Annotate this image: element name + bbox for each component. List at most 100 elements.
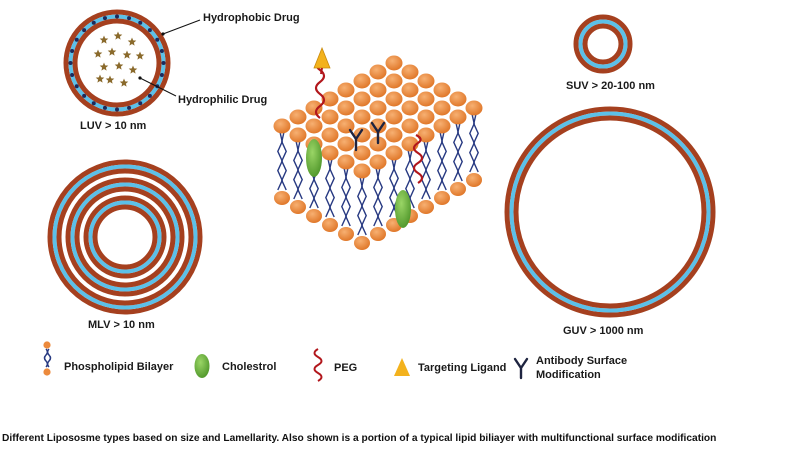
lipid-head (353, 145, 371, 161)
lipid-head (274, 191, 290, 205)
lipid-tail (393, 158, 399, 218)
lipid-head (289, 109, 307, 125)
hydrophobic-drug-dot (159, 48, 164, 53)
lipid-head (385, 91, 403, 107)
hydrophobic-drug-dot (82, 93, 87, 98)
lipid-head (385, 55, 403, 71)
upper-leaflet-heads (273, 55, 483, 179)
lipid-head (338, 227, 354, 241)
cholesterol-molecule (306, 139, 322, 177)
lipid-head (401, 100, 419, 116)
lipid-head (353, 127, 371, 143)
hydrophobic-drug-dot (155, 37, 160, 42)
lipid-tail (441, 131, 447, 191)
lipid-head (433, 82, 451, 98)
hydrophilic-drug-star (93, 49, 103, 58)
lipid-head (337, 154, 355, 170)
hydrophobic-drug-dot (127, 16, 132, 21)
lipid-head (354, 236, 370, 250)
lipid-head (369, 100, 387, 116)
hydrophobic-drug-dot (82, 28, 87, 33)
lipid-head (306, 209, 322, 223)
legend-peg-icon (313, 348, 323, 382)
lipid-head (385, 109, 403, 125)
lipid-head (369, 64, 387, 80)
targeting-ligand (313, 46, 331, 69)
lipid-head (321, 109, 339, 125)
hydrophobic-drug-dot (159, 73, 164, 78)
lipid-head (385, 73, 403, 89)
lipid-head (449, 91, 467, 107)
lipid-head (273, 118, 291, 134)
mlv-label: MLV > 10 nm (88, 319, 155, 331)
lipid-head (385, 145, 403, 161)
lipid-head (418, 200, 434, 214)
legend-ligand-label: Targeting Ligand (418, 362, 507, 374)
lipid-head (401, 64, 419, 80)
lipid-head (450, 182, 466, 196)
lipid-tail (281, 131, 287, 191)
hydrophilic-drug-star (113, 31, 123, 40)
hydrophobic-drug-label: Hydrophobic Drug (203, 12, 300, 24)
antibody (348, 128, 364, 152)
suv-label: SUV > 20-100 nm (566, 80, 655, 92)
lipid-head (385, 127, 403, 143)
hydrophilic-drug-star (119, 78, 129, 87)
lipid-head (449, 109, 467, 125)
lipid-head (417, 109, 435, 125)
lipid-head (434, 191, 450, 205)
lipid-head (401, 118, 419, 134)
lipid-tail (409, 149, 415, 209)
legend-antibody-label-1: Antibody Surface (536, 355, 628, 367)
legend-antibody-label-2: Modification (536, 369, 601, 381)
legend-cholesterol-label: Cholestrol (222, 361, 277, 373)
lipid-head (353, 73, 371, 89)
lipid-tail (297, 140, 303, 200)
legend-phospholipid-icon (43, 341, 52, 376)
lipid-tail (329, 158, 335, 218)
hydrophilic-pointer (139, 77, 177, 97)
peg-chain (314, 61, 326, 119)
hydrophobic-drug-dot (161, 61, 166, 65)
lipid-tails (277, 113, 479, 236)
hydrophilic-drug-stars (93, 31, 145, 87)
hydrophobic-drug-dot (115, 14, 119, 19)
peg-chain (412, 134, 424, 184)
hydrophilic-drug-star (122, 50, 132, 59)
hydrophilic-drug-label: Hydrophilic Drug (178, 94, 268, 106)
hydrophilic-drug-star (127, 37, 137, 46)
lipid-head (337, 136, 355, 152)
lipid-head (466, 173, 482, 187)
hydrophobic-drug-dot (70, 73, 75, 78)
lipid-head (370, 227, 386, 241)
hydrophobic-drug-dot (74, 84, 79, 89)
hydrophilic-drug-star (99, 62, 109, 71)
lipid-head (433, 100, 451, 116)
lipid-head (401, 82, 419, 98)
hydrophobic-drug-dot (70, 48, 75, 53)
luv-label: LUV > 10 nm (80, 120, 147, 132)
hydrophobic-drug-dot (147, 93, 152, 98)
legend-phospholipid-label: Phospholipid Bilayer (64, 361, 174, 373)
luv-inner-ring (72, 18, 162, 108)
hydrophobic-drug-dot (74, 37, 79, 42)
hydrophobic-pointer (162, 19, 201, 35)
luv-liposome (63, 9, 201, 117)
hydrophilic-drug-star (105, 75, 115, 84)
legend-ligand-icon (394, 358, 410, 376)
lipid-head (433, 118, 451, 134)
lipid-tail (425, 140, 431, 200)
lipid-tail (377, 167, 383, 227)
hydrophobic-drug-dot (102, 105, 107, 110)
legend-antibody-icon (513, 357, 529, 380)
lipid-head (337, 82, 355, 98)
hydrophobic-drug-dot (91, 20, 96, 25)
guv-liposome (504, 106, 716, 318)
lipid-head (305, 118, 323, 134)
lipid-head (305, 100, 323, 116)
hydrophobic-drug-dot (102, 16, 107, 21)
lipid-head (417, 91, 435, 107)
figure-caption: Different Lipososme types based on size … (2, 433, 717, 444)
lipid-tail (473, 113, 479, 173)
legend-cholesterol-icon (194, 354, 210, 378)
